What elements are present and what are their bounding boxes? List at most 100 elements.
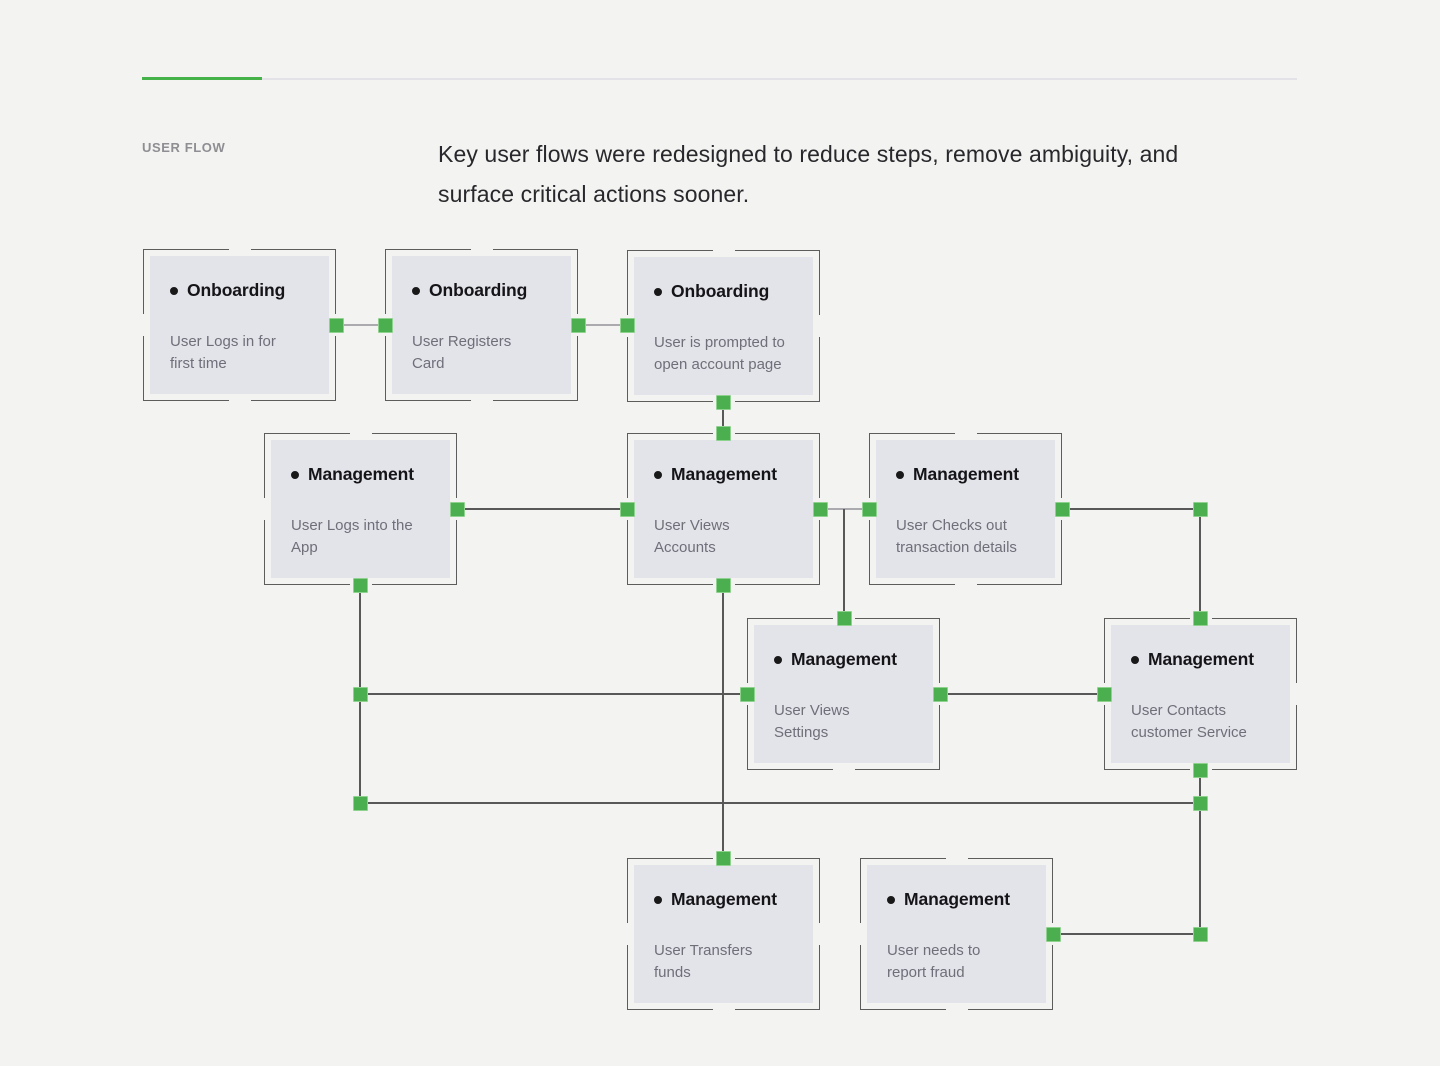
node-description-line: User Transfers xyxy=(654,942,753,959)
connector-handle[interactable] xyxy=(715,394,731,410)
node-title-row: Management xyxy=(654,889,777,910)
connector-handle[interactable] xyxy=(352,577,368,593)
connector-handle[interactable] xyxy=(1054,501,1070,517)
connector-line xyxy=(1199,509,1201,618)
selection-frame-corner xyxy=(627,337,713,402)
selection-frame-corner xyxy=(976,433,1062,498)
connector-line xyxy=(940,693,1104,695)
section-label: USER FLOW xyxy=(142,140,226,155)
node-description: User needs to report fraud xyxy=(887,940,1043,984)
connector-handle[interactable] xyxy=(1192,795,1208,811)
selection-frame-corner xyxy=(371,433,457,498)
node-title-row: Management xyxy=(291,464,414,485)
node-description-line: Accounts xyxy=(654,539,716,556)
node-title-row: Management xyxy=(887,889,1010,910)
connector-handle[interactable] xyxy=(352,686,368,702)
status-dot-icon xyxy=(774,655,782,664)
selection-frame-corner xyxy=(143,249,229,314)
connector-handle[interactable] xyxy=(836,610,852,626)
node-description-line: User Checks out xyxy=(896,517,1007,534)
node-body xyxy=(754,625,933,763)
connector-handle[interactable] xyxy=(932,686,948,702)
node-body xyxy=(392,256,571,394)
status-dot-icon xyxy=(654,287,662,296)
node-title: Management xyxy=(671,464,777,484)
connector-handle[interactable] xyxy=(570,317,586,333)
connector-handle[interactable] xyxy=(1192,501,1208,517)
heading-line: surface critical actions sooner. xyxy=(438,181,750,207)
connector-handle[interactable] xyxy=(715,577,731,593)
connector-handle[interactable] xyxy=(352,795,368,811)
connector-line xyxy=(360,693,747,695)
node-title: Management xyxy=(904,889,1010,909)
progress-accent-bar xyxy=(142,77,262,80)
connector-handle[interactable] xyxy=(1192,926,1208,942)
node-description-line: customer Service xyxy=(1131,724,1247,741)
connector-line xyxy=(457,508,627,510)
connector-handle[interactable] xyxy=(861,501,877,517)
selection-frame-corner xyxy=(734,945,820,1010)
connector-line xyxy=(336,324,385,326)
node-description-line: User needs to xyxy=(887,942,981,959)
node-title: Management xyxy=(671,889,777,909)
node-title-row: Management xyxy=(774,649,897,670)
connector-handle[interactable] xyxy=(619,501,635,517)
node-title: Management xyxy=(913,464,1019,484)
node-body xyxy=(150,256,329,394)
connector-handle[interactable] xyxy=(1045,926,1061,942)
node-title-row: Management xyxy=(654,464,777,485)
selection-frame-corner xyxy=(967,945,1053,1010)
node-description-line: Settings xyxy=(774,724,829,741)
connector-handle[interactable] xyxy=(619,317,635,333)
connector-handle[interactable] xyxy=(715,425,731,441)
connector-line xyxy=(1062,508,1200,510)
connector-handle[interactable] xyxy=(739,686,755,702)
connector-handle[interactable] xyxy=(1192,610,1208,626)
node-body xyxy=(1111,625,1290,763)
connector-handle[interactable] xyxy=(812,501,828,517)
node-description-line: report fraud xyxy=(887,964,965,981)
selection-frame-corner xyxy=(734,858,820,923)
status-dot-icon xyxy=(654,895,662,904)
connector-handle[interactable] xyxy=(715,850,731,866)
connector-line xyxy=(722,585,724,858)
node-title-row: Management xyxy=(896,464,1019,485)
selection-frame-corner xyxy=(860,858,946,923)
connector-handle[interactable] xyxy=(377,317,393,333)
connector-line xyxy=(1199,770,1201,934)
connector-handle[interactable] xyxy=(1192,762,1208,778)
selection-frame-corner xyxy=(385,249,471,314)
section-heading: Key user flows were redesigned to reduce… xyxy=(438,134,1178,214)
status-dot-icon xyxy=(412,286,420,295)
status-dot-icon xyxy=(887,895,895,904)
selection-frame-corner xyxy=(627,433,713,498)
connector-handle[interactable] xyxy=(1096,686,1112,702)
node-body xyxy=(876,440,1055,578)
node-title: Onboarding xyxy=(671,281,770,301)
node-title-row: Onboarding xyxy=(412,280,527,301)
connector-handle[interactable] xyxy=(449,501,465,517)
connector-handle[interactable] xyxy=(328,317,344,333)
selection-frame-corner xyxy=(492,336,578,401)
node-title-row: Management xyxy=(1131,649,1254,670)
node-description-line: first time xyxy=(170,355,227,372)
selection-frame-corner xyxy=(1211,705,1297,770)
selection-frame-corner xyxy=(143,336,229,401)
selection-frame-corner xyxy=(264,520,350,585)
selection-frame-corner xyxy=(854,705,940,770)
